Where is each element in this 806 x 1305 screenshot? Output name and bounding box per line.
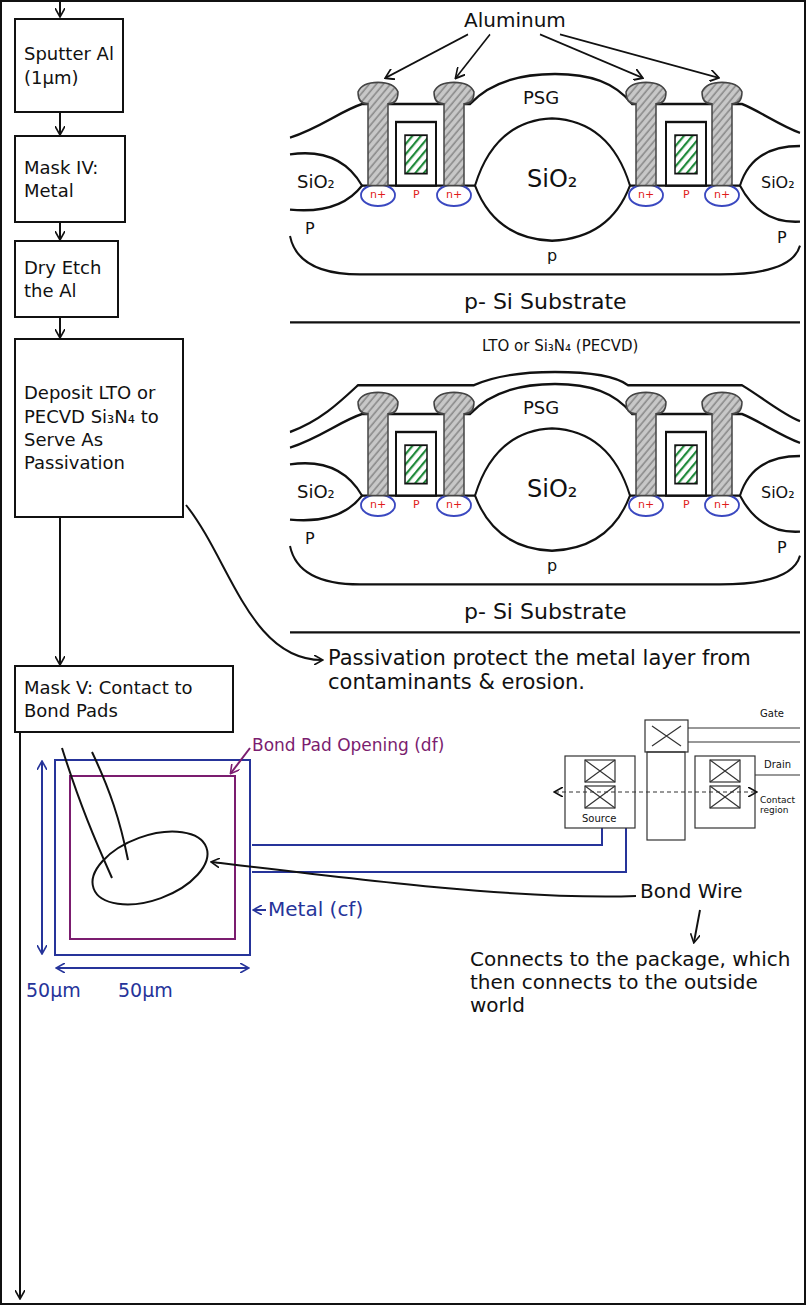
transistor-layout [555, 720, 800, 840]
layer-label: SiO₂ [527, 476, 577, 504]
flow-arrow [59, 113, 61, 134]
doping-label: n+ [638, 499, 654, 512]
doping-label: n+ [714, 189, 730, 202]
layer-label: SiO₂ [761, 484, 795, 502]
annotation-note: Connects to the package, which then conn… [470, 948, 800, 1017]
doping-label: P [413, 499, 420, 512]
substrate-label: p- Si Substrate [464, 289, 627, 314]
well-label: P [777, 539, 787, 557]
terminal-label: Contact region [760, 795, 804, 816]
step-text: Dry Etch the Al [24, 256, 109, 303]
substrate-label: p- Si Substrate [464, 599, 627, 624]
terminal-label: Gate [760, 708, 784, 720]
passivation-layer [290, 372, 800, 432]
layer-label: PSG [523, 398, 559, 419]
wire-label: Bond Wire [640, 880, 743, 903]
layer-label: SiO₂ [527, 166, 577, 194]
cross-section [290, 384, 800, 632]
step-text: Mask V: Contact to Bond Pads [24, 676, 224, 723]
layer-label: SiO₂ [297, 172, 335, 193]
well-label: P [305, 530, 315, 548]
step-text: Deposit LTO or PECVD Si₃N₄ to Serve As P… [24, 381, 174, 475]
well-label: p [547, 247, 557, 265]
flow-out-arrow [19, 733, 21, 1298]
doping-label: n+ [446, 189, 462, 202]
process-step-box: Sputter Al (1μm) [14, 18, 124, 113]
step-text: Mask IV: Metal [24, 156, 116, 203]
material-label: Aluminum [464, 9, 566, 32]
doping-label: n+ [714, 499, 730, 512]
dimension-label: 50μm [26, 980, 81, 1002]
doping-label: P [683, 499, 690, 512]
bond-pad [42, 748, 700, 968]
doping-label: n+ [638, 189, 654, 202]
process-step-box: Dry Etch the Al [14, 240, 119, 318]
doping-label: n+ [446, 499, 462, 512]
dimension-label: 50μm [118, 980, 173, 1002]
well-label: p [547, 557, 557, 575]
terminal-label: Source [582, 813, 616, 825]
well-label: P [777, 229, 787, 247]
terminal-label: Drain [764, 759, 791, 771]
cross-section [290, 74, 800, 322]
metal-label: Metal (cf) [268, 898, 363, 921]
process-step-box: Mask V: Contact to Bond Pads [14, 665, 234, 733]
flow-in-arrow [59, 0, 61, 16]
doping-label: n+ [370, 499, 386, 512]
doping-label: P [413, 189, 420, 202]
pad-opening-label: Bond Pad Opening (df) [252, 736, 444, 756]
annotation-note: Passivation protect the metal layer from… [328, 646, 798, 694]
flow-arrow [59, 223, 61, 239]
well-label: P [305, 220, 315, 238]
layer-label: PSG [523, 88, 559, 109]
doping-label: n+ [370, 189, 386, 202]
doping-label: P [683, 189, 690, 202]
leader-lines [386, 34, 718, 77]
layer-label: SiO₂ [761, 174, 795, 192]
flow-arrow [59, 318, 61, 337]
step-text: Sputter Al (1μm) [24, 42, 114, 89]
layer-label: SiO₂ [297, 482, 335, 503]
process-step-box: Mask IV: Metal [14, 135, 126, 223]
process-step-box: Deposit LTO or PECVD Si₃N₄ to Serve As P… [14, 338, 184, 518]
flow-arrow [59, 518, 61, 664]
layer-label: LTO or Si₃N₄ (PECVD) [482, 338, 638, 355]
note-leader [186, 505, 322, 660]
